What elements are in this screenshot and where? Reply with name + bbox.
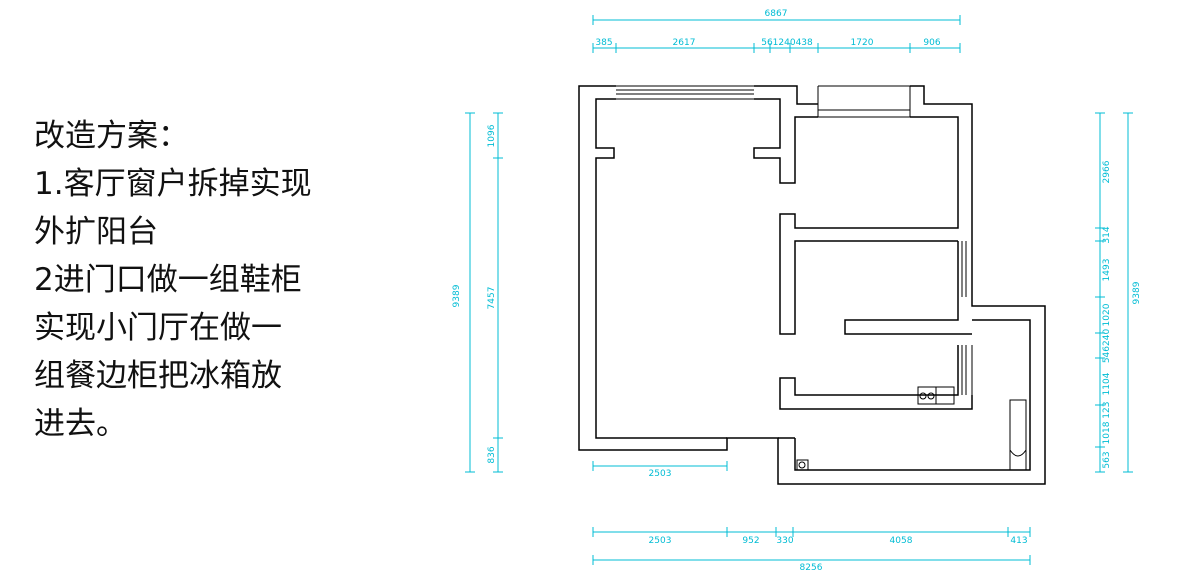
- dim-left-seg-3: 836: [487, 446, 497, 463]
- notes-line-3: 2进门口做一组鞋柜: [34, 262, 302, 298]
- dim-right-seg-5: 546240: [1102, 329, 1112, 364]
- living-bedroom-partition: [753, 98, 818, 184]
- notes-heading: 改造方案：: [34, 118, 189, 154]
- dim-inner-bottom: 2503: [649, 469, 672, 479]
- dim-bottom-total: 8256: [800, 563, 823, 573]
- dim-right-seg-6: 1104: [1102, 372, 1112, 395]
- bedroom-2-wall: [844, 241, 972, 335]
- outer-wall: [578, 85, 1046, 485]
- dim-bottom-seg-4: 4058: [890, 536, 913, 546]
- walls: [578, 85, 1046, 485]
- notes-line-2: 外扩阳台: [34, 214, 158, 250]
- corridor-walls: [794, 319, 1031, 471]
- dim-top-seg-5: 906: [923, 38, 940, 48]
- dim-top-seg-1: 385: [595, 38, 612, 48]
- dim-top-seg-3: 561240438: [761, 38, 813, 48]
- sink-icon: [936, 386, 955, 405]
- dim-right-seg-7: 1018 123: [1102, 402, 1112, 445]
- renovation-notes: 改造方案： 1.客厅窗户拆掉实现 外扩阳台 2进门口做一组鞋柜 实现小门厅在做一…: [34, 112, 374, 448]
- notes-line-5: 组餐边柜把冰箱放: [34, 358, 282, 394]
- dim-left-seg-1: 1096: [487, 124, 497, 147]
- living-room-inner-wall: [595, 98, 727, 439]
- dim-top-total: 6867: [765, 9, 788, 19]
- dim-right-seg-4: 1020: [1102, 303, 1112, 326]
- dim-right-seg-3: 1493: [1102, 259, 1112, 282]
- windows: [616, 85, 973, 395]
- dim-right-seg-8: 563: [1102, 451, 1112, 468]
- kitchen-walls: [779, 345, 973, 410]
- dim-left-total: 9389: [452, 284, 462, 307]
- dim-bottom-seg-3: 330: [776, 536, 793, 546]
- dim-right-seg-2: 314: [1102, 226, 1112, 243]
- dim-right-total: 9389: [1132, 281, 1142, 304]
- bedroom-walls: [779, 116, 959, 335]
- dim-bottom-seg-1: 2503: [649, 536, 672, 546]
- notes-line-4: 实现小门厅在做一: [34, 310, 282, 346]
- dim-bottom-seg-2: 952: [742, 536, 759, 546]
- outer-wall-notch: [754, 85, 818, 105]
- floor-drain-icon: [796, 459, 809, 471]
- dim-right-seg-1: 2966: [1102, 160, 1112, 183]
- fixtures: [796, 386, 1027, 471]
- dimension-lines: [465, 15, 1133, 565]
- stove-icon: [917, 386, 937, 405]
- dim-bottom-seg-5: 413: [1010, 536, 1027, 546]
- notes-line-6: 进去。: [34, 406, 127, 442]
- dim-top-seg-2: 2617: [673, 38, 696, 48]
- dim-top-seg-4: 1720: [851, 38, 874, 48]
- notes-line-1: 1.客厅窗户拆掉实现: [34, 166, 312, 202]
- bathroom-fixture-icon: [1009, 399, 1027, 471]
- dimension-labels: 6867 385 2617 561240438 1720 906 9389 10…: [452, 9, 1142, 573]
- dim-left-seg-2: 7457: [487, 287, 497, 310]
